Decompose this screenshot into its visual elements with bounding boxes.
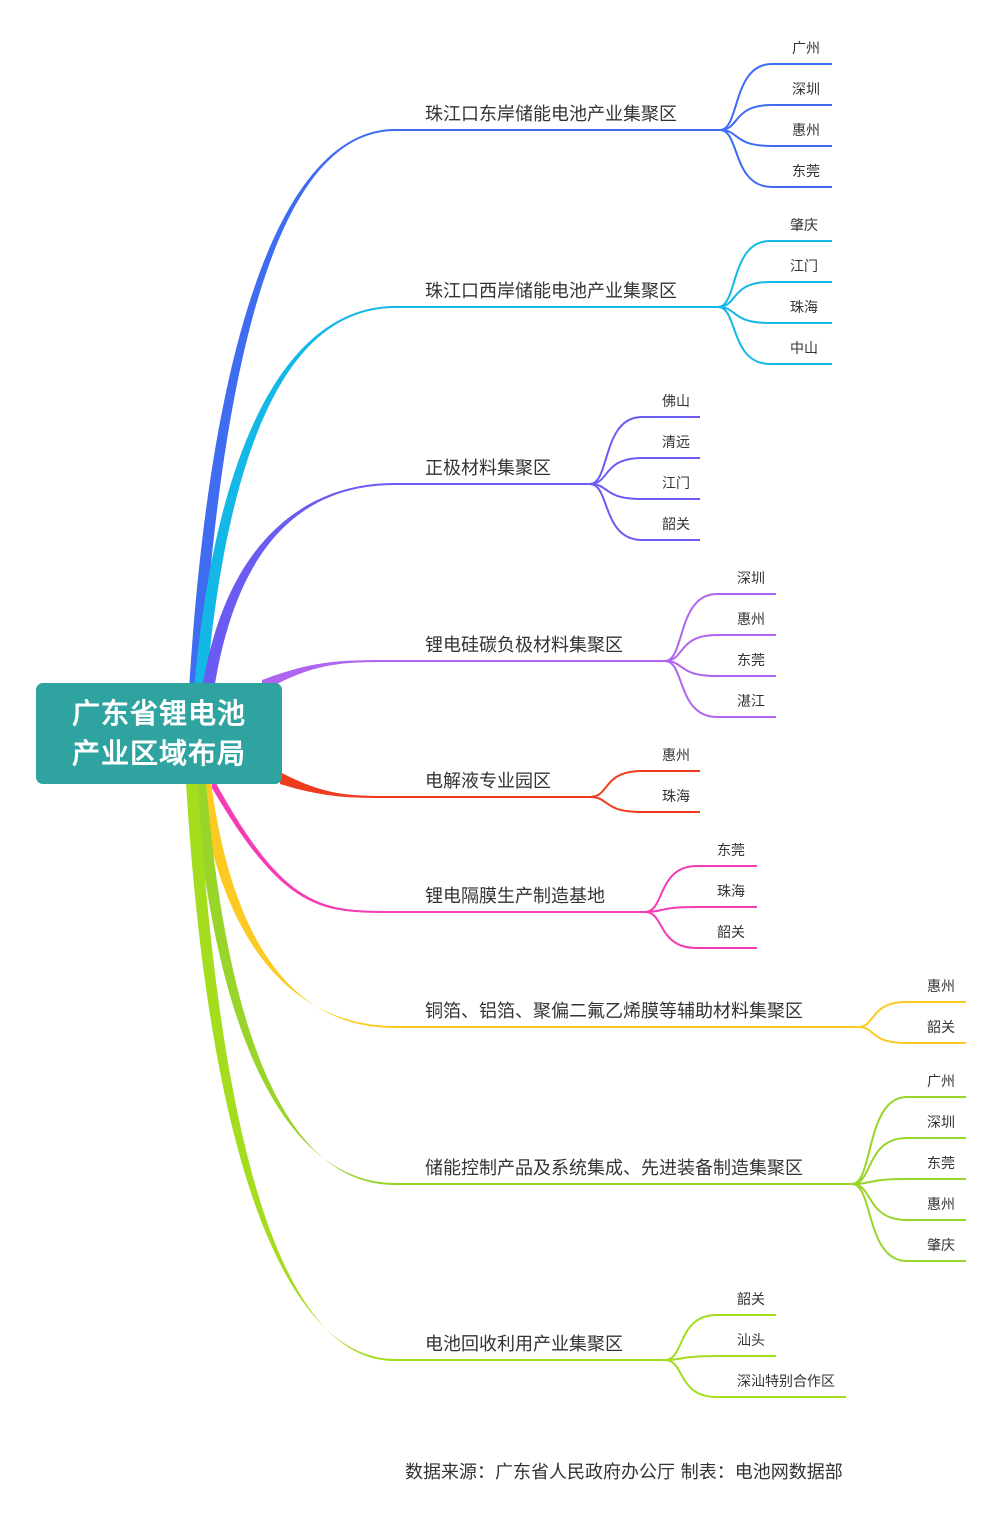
source-footer: 数据来源：广东省人民政府办公厅 制表：电池网数据部 [405,1462,843,1483]
child-connector [851,1178,966,1185]
child-connector [717,306,832,324]
child-connector [664,1314,776,1361]
child-connector [589,483,700,500]
child-connector [664,1355,776,1361]
child-label: 东莞 [927,1156,955,1172]
child-label: 东莞 [717,843,745,859]
child-label: 深圳 [927,1115,955,1131]
child-connector [851,1137,966,1185]
child-connector [589,796,700,813]
branch-label: 电池回收利用产业集聚区 [425,1334,623,1355]
root-title-line1: 广东省锂电池 [71,696,246,730]
child-connector [664,660,776,677]
child-connector [851,1183,966,1221]
child-label: 湛江 [737,694,765,710]
child-connector [644,911,757,949]
branch-label: 储能控制产品及系统集成、先进装备制造集聚区 [425,1158,803,1179]
child-connector [664,1359,846,1398]
child-connector [857,1001,966,1028]
child-label: 珠海 [662,789,690,805]
root-title-line2: 产业区域布局 [71,736,246,770]
child-label: 深圳 [737,571,765,587]
branch-label: 珠江口西岸储能电池产业集聚区 [425,281,677,302]
child-connector [717,281,832,308]
child-connector [664,660,776,718]
branch-label: 铜箔、铝箔、聚偏二氟乙烯膜等辅助材料集聚区 [425,1001,803,1022]
child-connector [589,770,700,798]
child-label: 深汕特别合作区 [737,1374,835,1390]
branch-connector [186,782,395,1361]
child-label: 惠州 [792,123,820,139]
child-label: 惠州 [662,748,690,764]
child-connector [719,129,832,188]
branch-label: 珠江口东岸储能电池产业集聚区 [425,104,677,125]
branch-label: 正极材料集聚区 [425,458,551,479]
child-connector [589,457,700,485]
branch-connector [189,129,395,690]
child-connector [664,634,776,662]
child-label: 深圳 [792,82,820,98]
child-label: 中山 [790,341,818,357]
child-label: 佛山 [662,394,690,410]
child-label: 惠州 [927,1197,955,1213]
child-connector [719,129,832,147]
child-label: 惠州 [737,612,765,628]
child-label: 肇庆 [790,218,818,234]
child-connector [644,906,757,913]
child-label: 韶关 [927,1020,955,1036]
child-label: 广州 [792,41,820,57]
branch-label: 锂电隔膜生产制造基地 [425,886,605,907]
child-label: 肇庆 [927,1238,955,1254]
branch-label: 锂电硅碳负极材料集聚区 [425,635,623,656]
branch-label: 电解液专业园区 [425,771,551,792]
child-connector [719,104,832,131]
child-connector [664,593,776,662]
child-label: 江门 [790,259,818,275]
branch-connector [280,772,395,798]
child-connector [644,865,757,913]
root-node: 广东省锂电池 产业区域布局 [36,683,282,784]
child-label: 清远 [662,435,690,451]
branch-connector [262,660,395,692]
child-connector [717,240,832,308]
branch-connector [194,782,395,1185]
child-label: 韶关 [717,925,745,941]
child-label: 韶关 [737,1292,765,1308]
child-label: 汕头 [737,1333,765,1349]
child-connector [851,1183,966,1262]
child-connector [719,63,832,131]
child-label: 东莞 [792,164,820,180]
child-label: 江门 [662,476,690,492]
child-label: 韶关 [662,517,690,533]
child-label: 惠州 [927,979,955,995]
child-connector [589,483,700,541]
child-label: 珠海 [790,300,818,316]
child-label: 东莞 [737,653,765,669]
child-label: 广州 [927,1074,955,1090]
child-connector [851,1096,966,1185]
child-connector [589,416,700,485]
branch-connector [194,306,395,690]
branch-connector [202,483,395,690]
branch-connector [199,782,395,1028]
child-label: 珠海 [717,884,745,900]
child-connector [857,1026,966,1044]
child-connector [717,306,832,365]
